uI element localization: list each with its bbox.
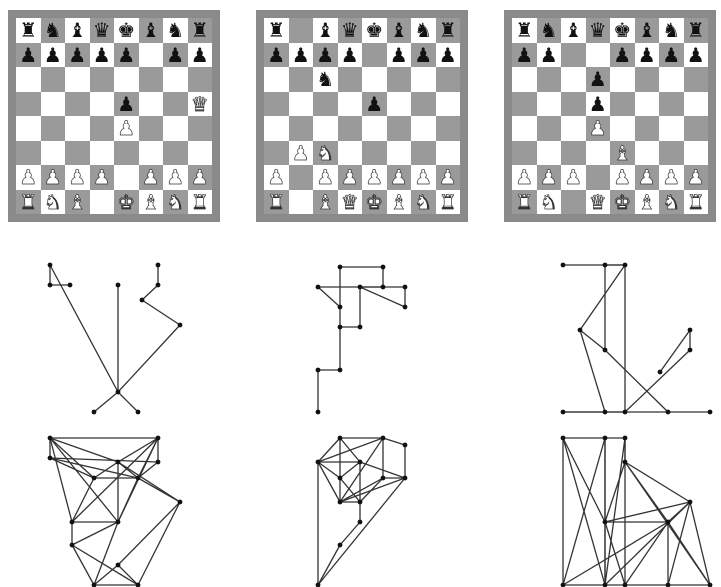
graph-edge xyxy=(690,502,710,585)
graph-edge xyxy=(668,522,710,585)
graph-edge xyxy=(605,502,690,522)
graph-node xyxy=(623,460,628,465)
graph-edge xyxy=(605,502,690,585)
graph-node xyxy=(561,436,566,441)
graph-node xyxy=(603,436,608,441)
graph-edge xyxy=(625,462,690,502)
graph-node xyxy=(688,500,693,505)
graph-edge xyxy=(668,502,690,585)
graph-node xyxy=(666,520,671,525)
graph-node xyxy=(623,436,628,441)
graph-node xyxy=(666,583,671,587)
graph-node xyxy=(603,520,608,525)
graph-edge xyxy=(625,522,668,585)
